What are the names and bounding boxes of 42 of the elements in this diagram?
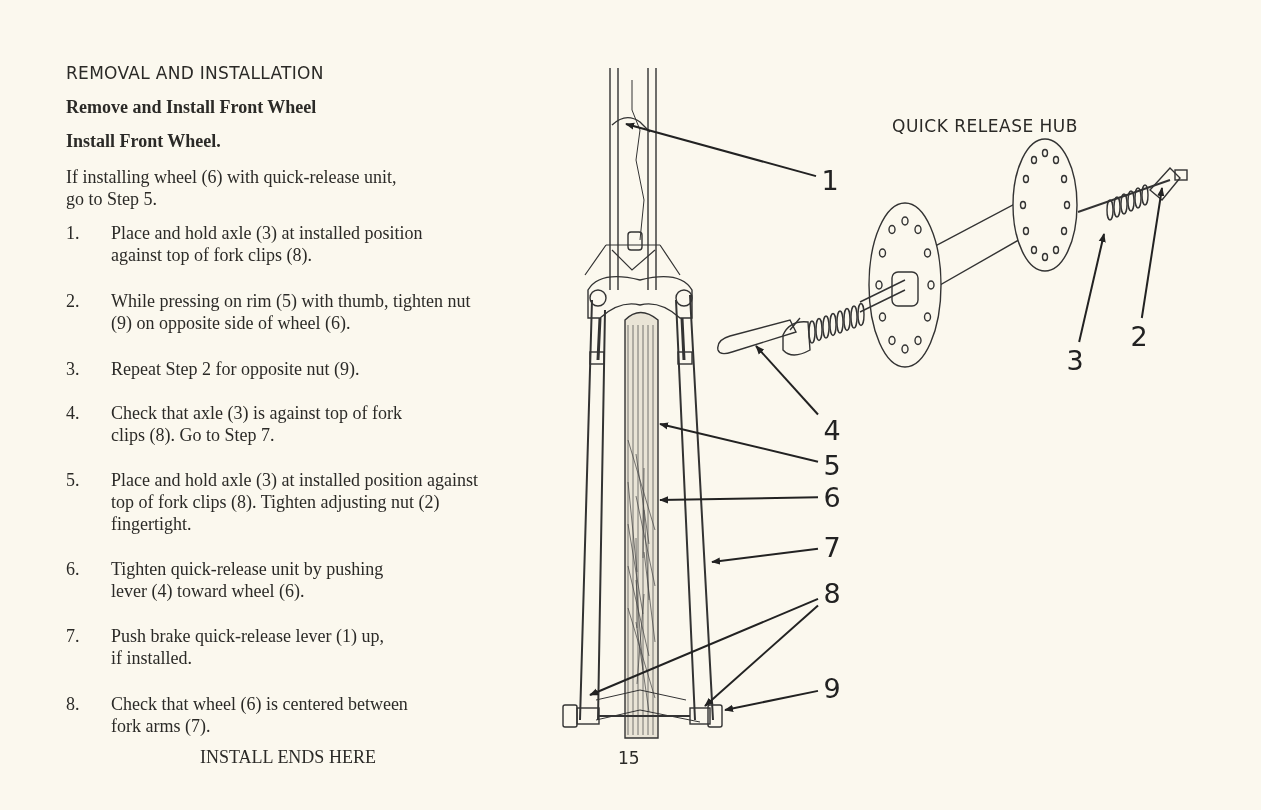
leader-line — [589, 597, 819, 696]
step-number: 3. — [66, 358, 81, 380]
leader-line — [659, 422, 819, 463]
subheading: Install Front Wheel. — [66, 131, 222, 152]
callout-number: 5 — [820, 449, 844, 481]
leader-line — [659, 496, 819, 504]
callout-number: 7 — [820, 531, 844, 563]
step-text: Repeat Step 2 for opposite nut (9). — [111, 358, 361, 380]
step-text: Check that axle (3) is against top of fork clips (8). Go to Step 7. — [111, 402, 403, 446]
page-number: 15 — [618, 748, 641, 768]
figure-title: QUICK RELEASE HUB — [892, 116, 1079, 136]
step-number: 1. — [66, 222, 81, 244]
leader-line — [704, 604, 819, 707]
step-number: 6. — [66, 558, 81, 580]
step-number: 5. — [66, 469, 81, 491]
step-text: Place and hold axle (3) at installed position against top of fork clips (8). — [111, 222, 424, 266]
leader-line — [711, 547, 819, 565]
callout-number: 4 — [820, 414, 844, 446]
callout-number: 9 — [820, 672, 844, 704]
leader-line — [1140, 187, 1165, 319]
leader-line — [625, 122, 817, 178]
step-number: 2. — [66, 290, 81, 312]
callout-number: 1 — [818, 164, 842, 196]
callout-number: 8 — [820, 577, 844, 609]
step-number: 8. — [66, 693, 81, 715]
callout-number: 2 — [1127, 320, 1151, 352]
step-text: Check that wheel (6) is centered between fork arms (7). — [111, 693, 409, 737]
step-number: 4. — [66, 402, 81, 424]
callout-number: 6 — [820, 481, 844, 513]
section-heading: REMOVAL AND INSTALLATION — [66, 63, 324, 83]
callout-number: 3 — [1063, 344, 1087, 376]
step-text: Tighten quick-release unit by pushing lever (4) toward wheel (6). — [111, 558, 385, 602]
subheading: Remove and Install Front Wheel — [66, 97, 318, 118]
leader-line — [1078, 233, 1106, 343]
step-text: Push brake quick-release lever (1) up, if installed. — [111, 625, 385, 669]
instruction-text: If installing wheel (6) with quick-release unit, go to Step 5. — [66, 166, 398, 210]
leader-line — [755, 345, 819, 416]
end-note: INSTALL ENDS HERE — [200, 747, 377, 768]
step-text: Place and hold axle (3) at installed position against top of fork clips (8). Tighten adjusting nut (2) fingertight. — [111, 469, 479, 535]
step-text: While pressing on rim (5) with thumb, tighten nut (9) on opposite side of wheel (6). — [111, 290, 472, 334]
leader-line — [724, 689, 819, 712]
step-number: 7. — [66, 625, 81, 647]
